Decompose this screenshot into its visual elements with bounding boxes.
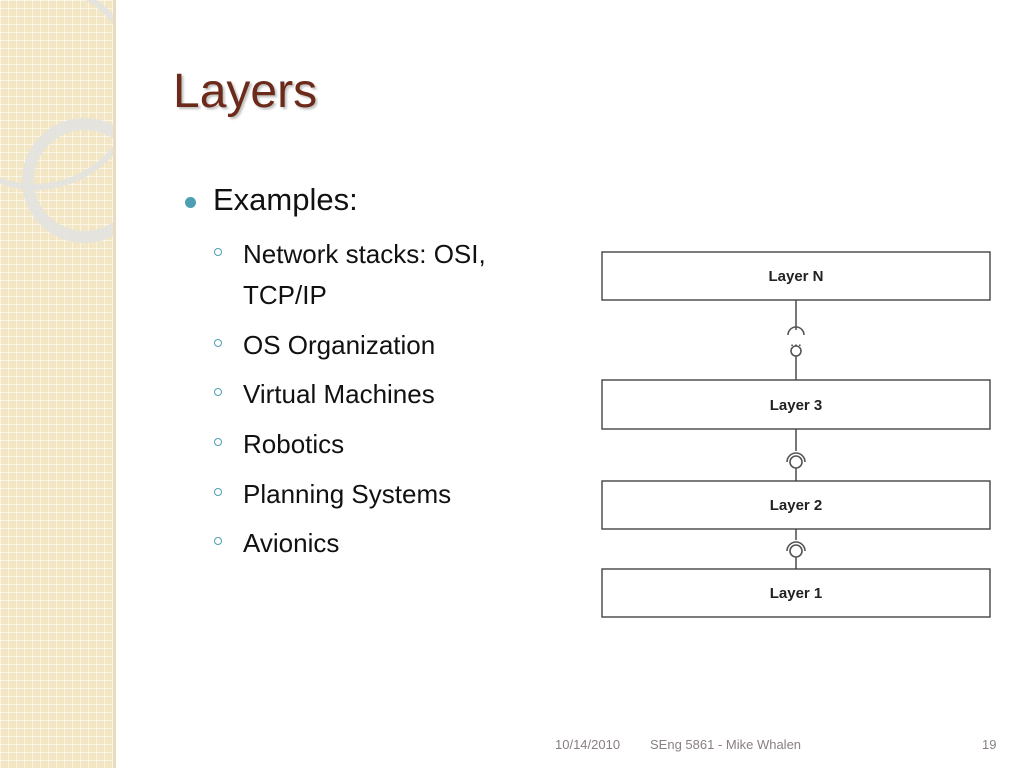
slide-title: Layers bbox=[173, 65, 318, 118]
list-item-text: Planning Systems bbox=[243, 479, 452, 509]
sidebar-edge bbox=[113, 0, 116, 768]
layer-label-3: Layer 3 bbox=[770, 397, 823, 414]
required-interface-socket bbox=[786, 452, 806, 463]
bullet-examples: Examples: bbox=[213, 182, 358, 217]
layer-label-2: Layer 2 bbox=[770, 497, 823, 514]
layer-label-n: Layer N bbox=[768, 268, 823, 285]
bullet-dot bbox=[185, 197, 196, 208]
list-item-text: Network stacks: OSI, bbox=[243, 239, 486, 269]
list-item-text: Robotics bbox=[243, 429, 345, 459]
layer-box-1 bbox=[601, 568, 991, 618]
sub-bullet-mark bbox=[214, 438, 222, 446]
provided-interface-ball bbox=[789, 455, 803, 469]
layer-box-3 bbox=[601, 379, 991, 430]
layer-label-1: Layer 1 bbox=[770, 585, 823, 602]
sub-bullet-mark bbox=[214, 248, 222, 256]
required-interface-socket bbox=[786, 541, 806, 552]
list-item-text: Avionics bbox=[243, 528, 340, 558]
sub-bullet-mark bbox=[214, 388, 222, 396]
provided-interface-ball bbox=[789, 544, 803, 558]
sub-bullet-mark bbox=[214, 339, 222, 347]
layer-box-n bbox=[601, 251, 991, 301]
required-interface-socket bbox=[787, 326, 805, 336]
layer-diagram: ... Layer N Layer 3 Layer 2 Layer 1 bbox=[601, 251, 991, 618]
list-item-text: Virtual Machines bbox=[243, 379, 435, 409]
footer-date: 10/14/2010 bbox=[555, 737, 621, 752]
list-item-text: TCP/IP bbox=[243, 280, 327, 310]
ellipsis-label: ... bbox=[790, 333, 802, 349]
layer-box-2 bbox=[601, 480, 991, 530]
footer-course: SEng 5861 - Mike Whalen bbox=[650, 737, 802, 752]
decorative-sidebar bbox=[0, 0, 113, 768]
sub-bullet-mark bbox=[214, 488, 222, 496]
sub-bullet-mark bbox=[214, 537, 222, 545]
footer-page-number: 19 bbox=[982, 737, 997, 752]
list-item-text: OS Organization bbox=[243, 330, 436, 360]
